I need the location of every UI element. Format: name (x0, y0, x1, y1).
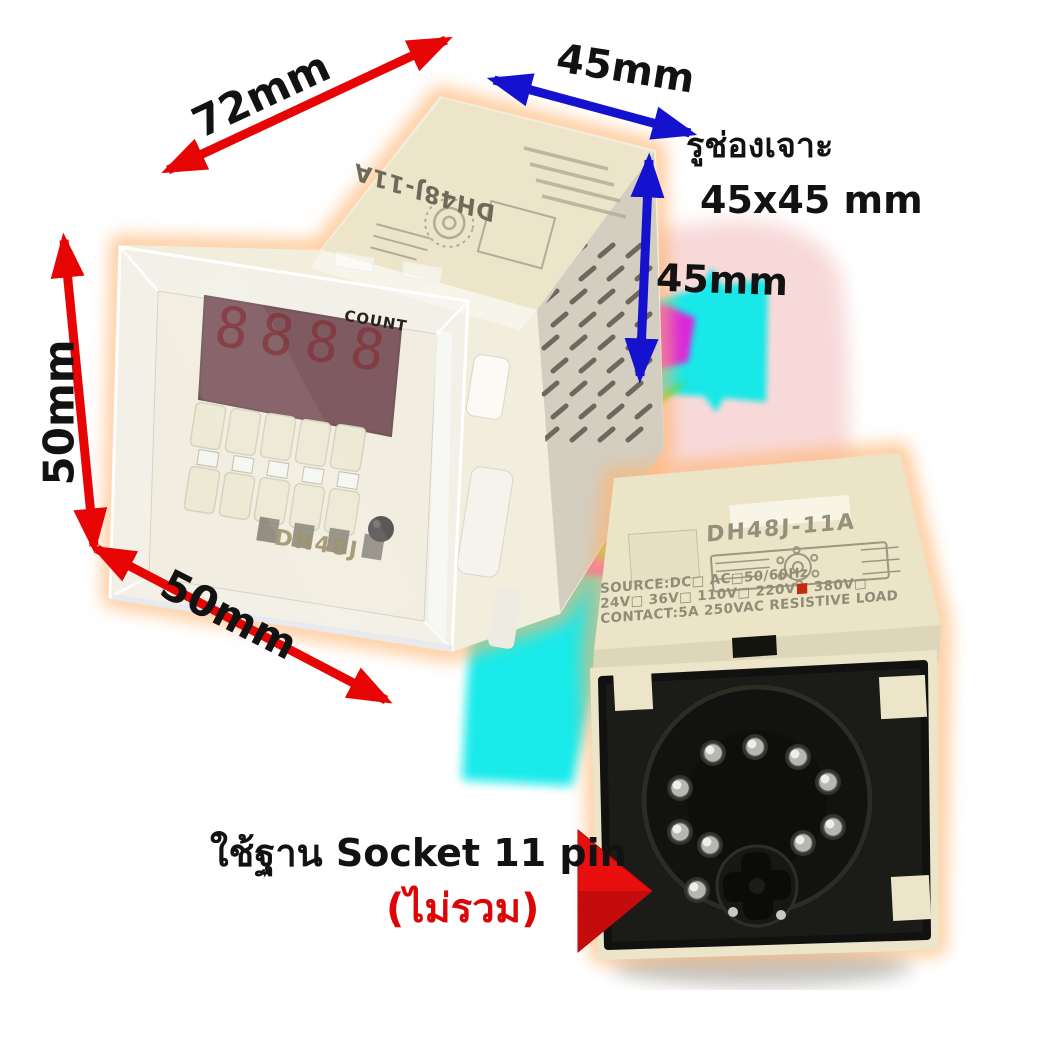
socket-screw-left (728, 907, 738, 917)
corner-notch-tr (878, 674, 928, 720)
rear-wiring-diagram (709, 541, 901, 593)
cover-reflection (150, 262, 420, 636)
width-72mm-arrow (161, 35, 453, 175)
socket-key-hub (715, 844, 799, 928)
height-50mm-arrow (50, 232, 108, 554)
rear-device (583, 443, 950, 986)
front-50mm-arrow (90, 545, 393, 704)
thumbwheel-buttons (183, 401, 385, 561)
not-included-label: (ไม่รวม) (386, 886, 540, 932)
front-top-spec-text-blur (523, 146, 627, 219)
socket-pointer-arrow (577, 828, 653, 954)
mounting-clip-upper (466, 354, 510, 420)
dimension-arrows (50, 35, 698, 704)
led-display-window (197, 294, 403, 438)
rear-recessed-square (627, 529, 701, 583)
dim-50mm-left-label: 50mm (34, 339, 84, 486)
rear-white-patch (729, 494, 851, 530)
cover-right-flange (428, 330, 452, 640)
cover-tab-left (333, 251, 375, 273)
mounting-clip-lower (456, 466, 514, 578)
socket-note-label: ใช้ฐาน Socket 11 pin (210, 831, 627, 875)
dim-45mm-side-label: 45mm (655, 255, 789, 305)
top-45mm-arrow (486, 73, 698, 140)
corner-notch-br (890, 875, 932, 921)
cover-tab-right (401, 261, 443, 283)
corner-notch-tl (612, 667, 654, 711)
socket-screw-right (776, 910, 786, 920)
front-top-diagram (369, 197, 557, 270)
mounting-clip-foot (488, 587, 522, 649)
adjust-knob-highlight (373, 520, 381, 528)
cutout-size-label: 45x45 mm (700, 178, 923, 222)
rear-lip-slot (732, 635, 777, 658)
side-45mm-arrow (624, 152, 665, 384)
cutout-thai-label: รูช่องเจาะ (686, 126, 834, 166)
